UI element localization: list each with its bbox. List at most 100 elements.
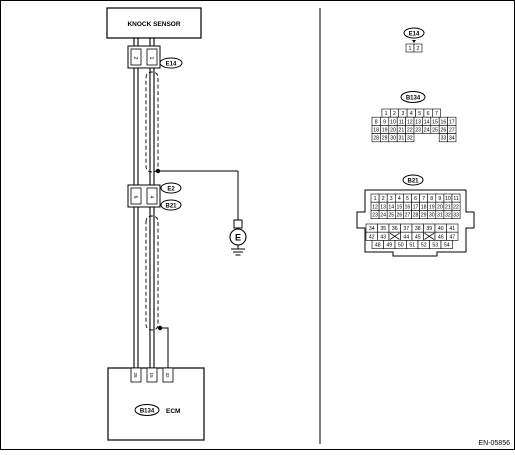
shield-lower — [145, 215, 159, 331]
connector-e2: 6 4 — [127, 184, 161, 208]
b21-view-pin: 35 — [380, 226, 386, 232]
b21-view-pin: 3 — [390, 196, 393, 202]
e14-pin-2: 2 — [132, 57, 138, 60]
shield-upper — [145, 71, 159, 173]
b21-view-pin: 20 — [437, 204, 443, 210]
svg-text:B21: B21 — [165, 204, 177, 210]
e14-view-pin: 1 — [409, 46, 412, 52]
b134-view-pin: 18 — [373, 128, 379, 134]
b21-view-pin: 8 — [430, 196, 433, 202]
b21-view-pin: 30 — [429, 213, 435, 219]
b134-view-pin: 21 — [399, 128, 405, 134]
figure-code: EN-05856 — [478, 440, 510, 447]
b21-view-pin: 5 — [406, 196, 409, 202]
b134-view-pin: 28 — [373, 136, 379, 142]
b134-view-pin: 17 — [449, 119, 455, 125]
b21-view-pin: 43 — [380, 234, 386, 240]
b134-view-pin: 26 — [441, 128, 447, 134]
ecm-label: ECM — [166, 408, 180, 415]
ecm-pin-15: 15 — [149, 372, 154, 378]
ground-e: E — [229, 219, 247, 256]
b21-view-pin: 6 — [414, 196, 417, 202]
e14-pin-1: 1 — [148, 57, 154, 60]
b134-view-pin: 7 — [435, 111, 438, 117]
wires-upper — [133, 38, 155, 185]
b21-view-pin: 13 — [380, 204, 386, 210]
e2-pin-6: 6 — [132, 196, 138, 199]
b21-view-pin: 18 — [421, 204, 427, 210]
ecm-pin-32: 32 — [165, 372, 170, 378]
b21-view-pin: 46 — [438, 234, 444, 240]
b134-view-pin: 27 — [449, 128, 455, 134]
b134-view-pin: 9 — [383, 119, 386, 125]
b21-view-pin: 27 — [405, 213, 411, 219]
svg-text:B134: B134 — [406, 96, 421, 102]
b21-view-pin: 14 — [388, 204, 394, 210]
b21-view-pin: 40 — [438, 226, 444, 232]
b21-view-pin: 2 — [382, 196, 385, 202]
b21-view-pin: 37 — [403, 226, 409, 232]
svg-text:E14: E14 — [166, 62, 177, 68]
b21-view-pin: 10 — [445, 196, 451, 202]
b134-view-pin: 34 — [449, 136, 455, 142]
b134-view-pin: 23 — [415, 128, 421, 134]
b21-view-pin: 31 — [437, 213, 443, 219]
b21-view-pin: 29 — [421, 213, 427, 219]
ecm: 28 15 32 B134 ECM — [107, 367, 205, 441]
e2-label: E2 — [160, 182, 182, 194]
e14-label: E14 — [159, 57, 183, 69]
b21-view-pin: 54 — [444, 243, 450, 249]
knock-sensor: KNOCK SENSOR — [106, 7, 202, 39]
e2-pin-4: 4 — [148, 196, 154, 199]
b21-view-pin: 49 — [386, 243, 392, 249]
b21-view-pin: 24 — [380, 213, 386, 219]
knock-sensor-label: KNOCK SENSOR — [127, 21, 180, 28]
b134-view-pin: 8 — [375, 119, 378, 125]
b134-view-pin: 5 — [418, 111, 421, 117]
b21-view-pin: 41 — [449, 226, 455, 232]
b21-view-pin: 36 — [392, 226, 398, 232]
blank-cavity — [424, 232, 435, 240]
b134-view-pin: 22 — [407, 128, 413, 134]
e14-view-pin: 2 — [417, 46, 420, 52]
b134-view-pin: 13 — [415, 119, 421, 125]
pin-cell — [405, 133, 415, 143]
b134-view-pin: 10 — [390, 119, 396, 125]
b134-view-pin: 12 — [407, 119, 413, 125]
svg-text:B21: B21 — [407, 179, 419, 185]
b21-view-pin: 19 — [429, 204, 435, 210]
shield-junction-upper — [155, 168, 161, 174]
b21-view-pin: 9 — [438, 196, 441, 202]
b21-view-pin: 23 — [372, 213, 378, 219]
b21-view-pin: 25 — [388, 213, 394, 219]
b21-view-pin: 44 — [403, 234, 409, 240]
b21-view-pin: 28 — [413, 213, 419, 219]
b134-view-pin: 2 — [393, 111, 396, 117]
b134-view-pin: 30 — [390, 136, 396, 142]
blank-cavity — [389, 232, 400, 240]
b21-view-pin: 38 — [415, 226, 421, 232]
pin-cell — [413, 43, 423, 53]
b21-label: B21 — [160, 199, 182, 211]
b134-view-pin: 31 — [399, 136, 405, 142]
b134-view-pin: 24 — [424, 128, 430, 134]
b134-view-pin: 15 — [432, 119, 438, 125]
shield-ground-wire — [160, 327, 169, 368]
pin-cell — [447, 133, 457, 143]
b21-view-pin: 26 — [396, 213, 402, 219]
b21-view-pin: 12 — [372, 204, 378, 210]
b21-view-pin: 42 — [369, 234, 375, 240]
b21-view-pin: 32 — [445, 213, 451, 219]
b21-view-pin: 15 — [396, 204, 402, 210]
b134-view-pin: 1 — [385, 111, 388, 117]
ground-label: E — [235, 233, 241, 243]
b21-view-pin: 47 — [449, 234, 455, 240]
b134-view-pin: 29 — [382, 136, 388, 142]
b21-view-pin: 45 — [415, 234, 421, 240]
b21-view-pin: 33 — [453, 213, 459, 219]
wires-lower — [133, 207, 155, 368]
b134-view-pin: 25 — [432, 128, 438, 134]
